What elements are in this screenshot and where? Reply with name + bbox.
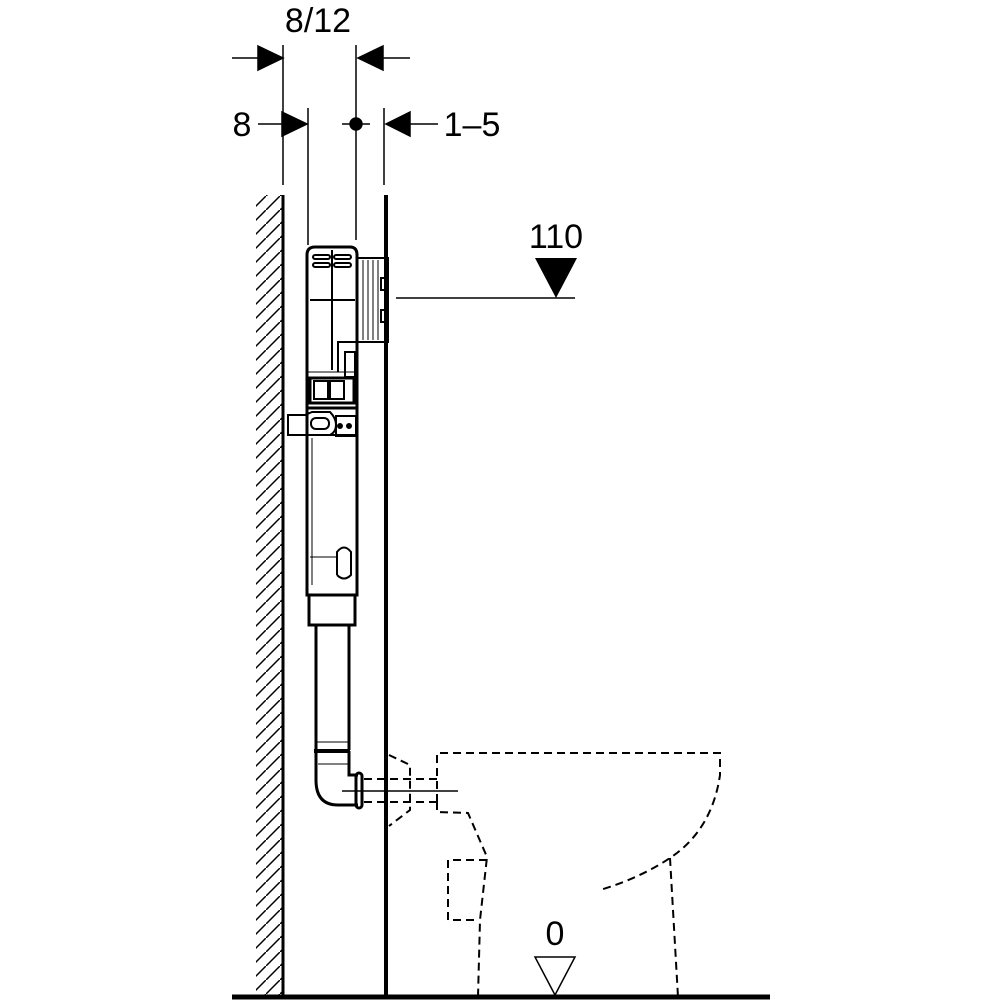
height-label-110: 110 xyxy=(529,218,583,256)
dimension-8-12 xyxy=(232,44,410,240)
flush-pipe xyxy=(314,625,364,810)
toilet-bowl-outline xyxy=(364,752,721,998)
dimension-8-and-1-5 xyxy=(258,108,438,245)
floor-label-0: 0 xyxy=(546,915,565,953)
dimension-label-1-5: 1–5 xyxy=(444,106,501,144)
dimension-label-8-12: 8/12 xyxy=(285,2,351,40)
floor-marker-triangle xyxy=(533,956,577,997)
wall-hatching xyxy=(256,195,283,997)
dimension-label-8: 8 xyxy=(233,106,252,144)
height-marker-triangle xyxy=(535,258,577,298)
concealed-cistern xyxy=(287,245,389,627)
